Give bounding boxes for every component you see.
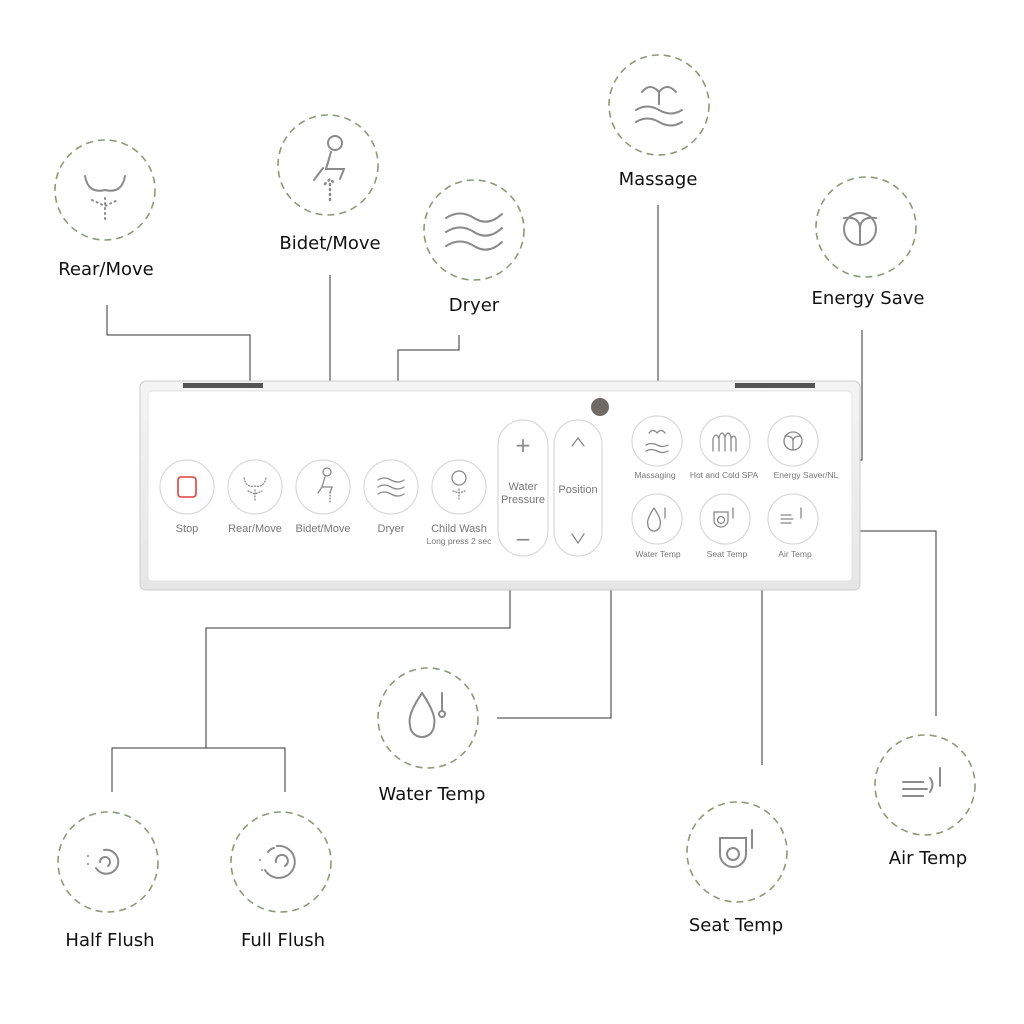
callouts-dryer-label: Dryer [449, 295, 500, 316]
air-thermometer-icon [780, 507, 802, 524]
massage-icon [645, 429, 669, 454]
panel-massaging-label: Massaging [634, 470, 675, 480]
stop-button[interactable]: Stop [159, 459, 215, 535]
callout-air-temp: Air Temp [874, 734, 976, 869]
panel-water-pressure-2-label: Pressure [501, 494, 545, 506]
water-temp-button[interactable]: Water Temp [631, 493, 683, 559]
leaf-icon [783, 431, 803, 451]
callout-water-temp: Water Temp [377, 667, 486, 805]
panel-bidet-move-label: Bidet/Move [295, 523, 350, 535]
position-down-button[interactable] [571, 533, 585, 545]
panel-child-wash-note-label: Long press 2 sec [427, 536, 492, 546]
callout-half-flush: Half Flush [57, 811, 159, 951]
rear-wash-icon [243, 477, 267, 501]
position-up-button[interactable] [571, 436, 585, 447]
sensor-icon [591, 398, 609, 416]
position-control: Position [553, 419, 603, 557]
callout-seat-temp: Seat Temp [686, 801, 788, 936]
callout-dryer: Dryer [423, 179, 525, 316]
panel-hot-cold-spa-label: Hot and Cold SPA [690, 470, 759, 480]
air-temp-button[interactable]: Air Temp [767, 493, 819, 559]
bidet-icon [313, 135, 346, 204]
callout-massage: Massage [608, 54, 710, 190]
bidet-move-button[interactable]: Bidet/Move [295, 459, 351, 535]
panel-position-label: Position [558, 484, 597, 496]
half-flush-icon [87, 848, 120, 875]
panel-water-temp-label: Water Temp [635, 549, 681, 559]
panel-energy-saver-label: Energy Saver/NL [774, 470, 839, 480]
water-pressure-plus-button[interactable]: + [515, 433, 532, 457]
callouts-bidet-move-label: Bidet/Move [279, 233, 380, 254]
callout-bidet-move: Bidet/Move [277, 114, 381, 254]
panel-seat-temp-label: Seat Temp [707, 549, 748, 559]
water-pressure-minus-button[interactable]: − [515, 527, 532, 551]
rear-move-button[interactable]: Rear/Move [227, 459, 283, 535]
callouts-full-flush-label: Full Flush [241, 930, 325, 951]
massage-icon [635, 86, 683, 127]
callouts-seat-temp-label: Seat Temp [689, 915, 783, 936]
callouts-rear-move-label: Rear/Move [58, 259, 154, 280]
callouts-massage-label: Massage [619, 169, 698, 190]
callout-rear-move: Rear/Move [54, 139, 156, 280]
panel-dryer-label: Dryer [378, 523, 405, 535]
bidet-icon [317, 467, 333, 503]
water-drop-thermometer-icon [408, 692, 443, 738]
callout-full-flush: Full Flush [230, 811, 332, 951]
stop-icon [177, 476, 197, 498]
hot-cold-spa-button[interactable]: Hot and Cold SPA [690, 415, 759, 480]
dryer-icon [445, 212, 503, 251]
seat-temp-button[interactable]: Seat Temp [699, 493, 751, 559]
full-flush-icon [259, 844, 296, 879]
water-pressure-control: + Water Pressure − [497, 419, 549, 557]
air-thermometer-icon [902, 767, 941, 797]
panel-stop-label: Stop [176, 523, 199, 535]
callouts-air-temp-label: Air Temp [889, 848, 967, 869]
dryer-icon [377, 477, 405, 497]
seat-thermometer-icon [713, 507, 734, 528]
child-wash-button[interactable]: Child Wash Long press 2 sec [427, 459, 492, 546]
panel-air-temp-label: Air Temp [778, 549, 812, 559]
panel-water-pressure-1-label: Water [509, 481, 538, 493]
seat-thermometer-icon [719, 829, 753, 868]
child-icon [451, 470, 467, 500]
callouts-energy-save-label: Energy Save [812, 288, 925, 309]
callouts-water-temp-label: Water Temp [379, 784, 486, 805]
dryer-button[interactable]: Dryer [363, 459, 419, 535]
callout-energy-save: Energy Save [812, 176, 925, 309]
callouts-half-flush-label: Half Flush [65, 930, 154, 951]
panel-rear-move-label: Rear/Move [228, 523, 282, 535]
spa-icon [712, 432, 737, 452]
leaf-icon [843, 212, 877, 246]
energy-saver-button[interactable]: Energy Saver/NL [767, 415, 839, 480]
rear-wash-icon [84, 175, 126, 192]
water-drop-thermometer-icon [646, 507, 666, 532]
panel-child-wash-label: Child Wash [431, 523, 487, 535]
massaging-button[interactable]: Massaging [631, 415, 683, 480]
